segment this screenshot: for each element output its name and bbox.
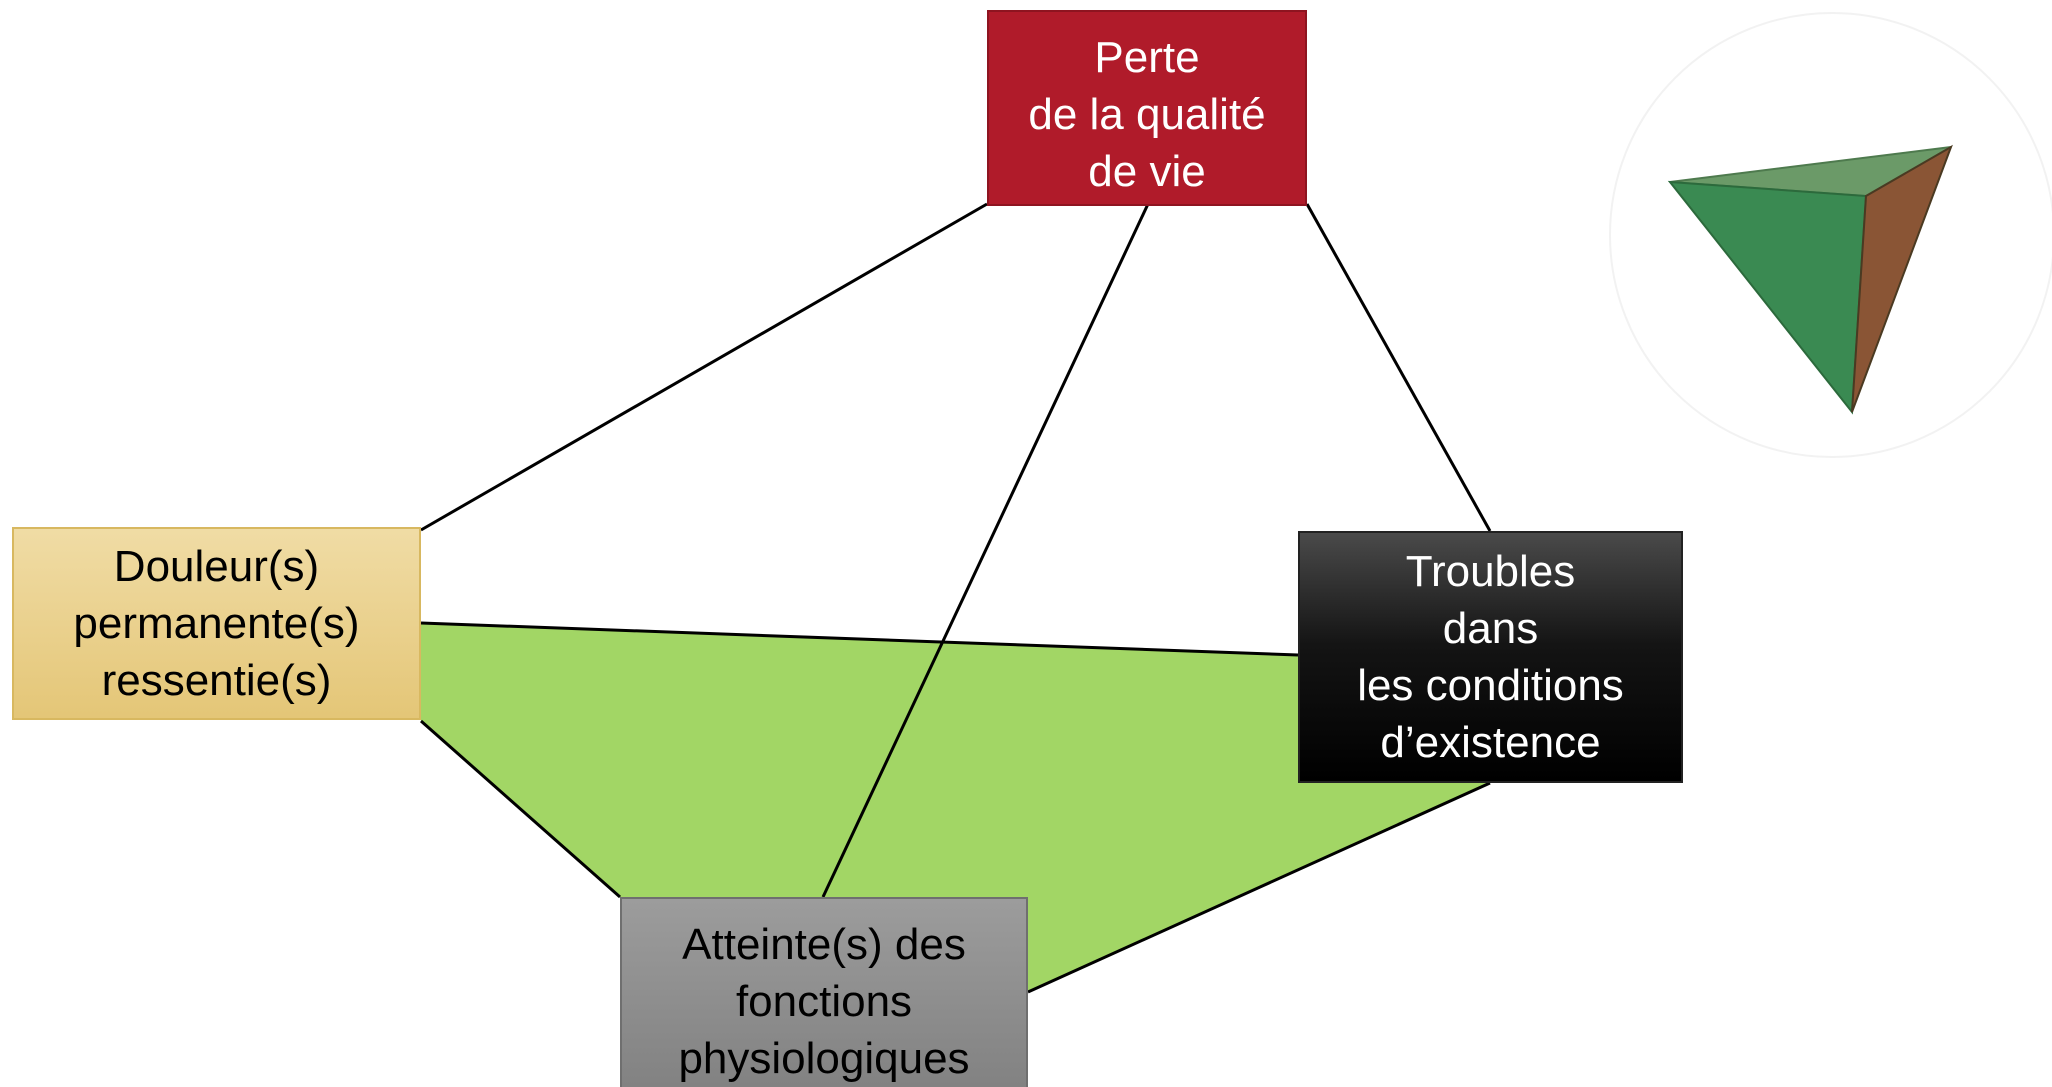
node-label-line: de vie [1088, 147, 1206, 196]
edge-top-left [420, 202, 988, 532]
node-label-line: physiologiques [678, 1034, 970, 1083]
node-label-line: Douleur(s) [113, 542, 320, 591]
edge-left-bottom [420, 719, 621, 899]
node-label-line: Perte [1094, 33, 1200, 82]
edge-left-right [420, 621, 1299, 657]
node-label-line: Troubles [1405, 547, 1576, 596]
node-label-line: fonctions [735, 977, 913, 1026]
node-label-line: ressentie(s) [101, 656, 332, 705]
edge-right-bottom [1027, 781, 1491, 994]
node-quality-of-life-loss: Perte de la qualité de vie [987, 10, 1307, 206]
edge-top-bottom [821, 203, 1150, 898]
node-permanent-pain: Douleur(s) permanente(s) ressentie(s) [12, 527, 421, 720]
node-label-line: permanente(s) [73, 599, 360, 648]
node-label-line: de la qualité [1028, 90, 1266, 139]
tetra-side-face [1851, 144, 1953, 413]
node-label-line: les conditions [1357, 661, 1624, 710]
node-label-line: dans [1442, 604, 1539, 653]
node-physiological-impairments: Atteinte(s) des fonctions physiologiques [620, 897, 1028, 1087]
node-living-conditions-disorders: Troubles dans les conditions d’existence [1298, 531, 1683, 783]
node-label-line: Atteinte(s) des [682, 920, 966, 969]
node-label-line: d’existence [1380, 718, 1601, 767]
edge-top-right [1305, 203, 1492, 532]
